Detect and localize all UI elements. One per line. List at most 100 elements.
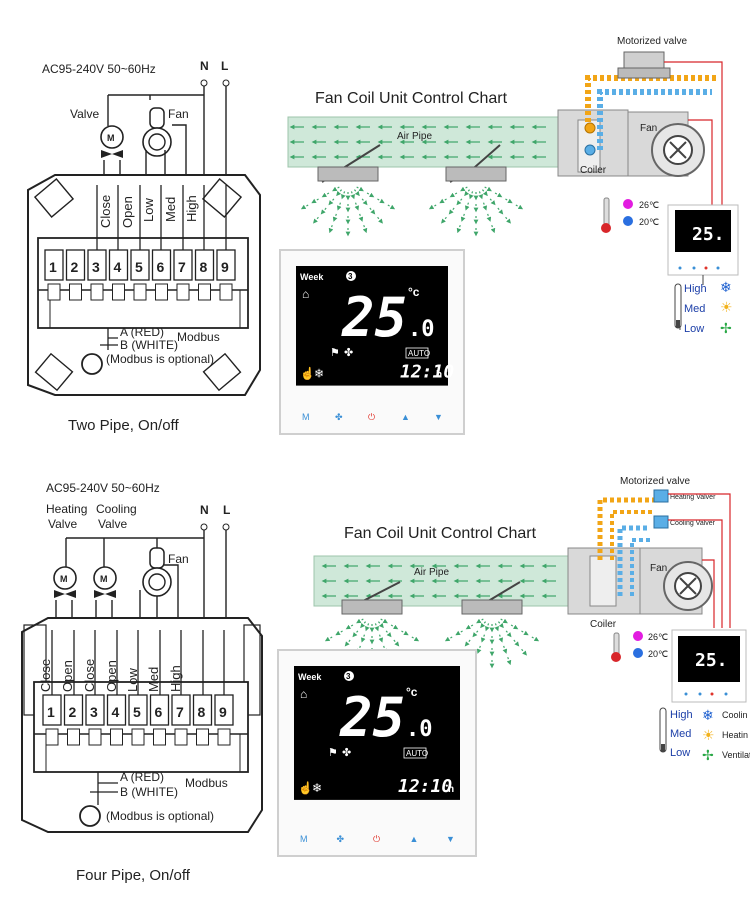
airflow-arrow xyxy=(460,213,466,222)
bottom-temp-hot: 26℃ xyxy=(648,632,668,642)
top-air-pipe-label: Air Pipe xyxy=(397,131,432,142)
bottom-air-pipe-label: Air Pipe xyxy=(414,567,449,578)
terminal-number: 5 xyxy=(135,259,143,275)
speed-med-label: Med xyxy=(684,303,705,315)
menu-button[interactable]: M xyxy=(302,412,310,422)
terminal-6: 6 xyxy=(151,249,172,301)
bottom-cooling-label: Cooling xyxy=(96,502,137,516)
top-diffuser xyxy=(317,166,379,182)
fan-button[interactable]: ✤ xyxy=(337,834,345,844)
svg-text:25.: 25. xyxy=(692,224,725,245)
airflow-arrow xyxy=(328,225,334,234)
airflow-arrow xyxy=(341,191,346,200)
top-wire-label: Close xyxy=(98,195,113,228)
bottom-modbus-a: A (RED) xyxy=(120,770,164,784)
airflow-arrow xyxy=(361,198,368,206)
up-button[interactable]: ▲ xyxy=(401,412,410,422)
thermostat-screen xyxy=(296,266,448,386)
top-motorized-valve-icon xyxy=(617,51,671,79)
airflow-arrow xyxy=(484,186,492,192)
cooling-valver-label: Cooling Valver xyxy=(670,520,716,527)
airflow-arrow xyxy=(465,624,474,630)
airflow-arrow xyxy=(335,630,343,636)
airflow-arrow xyxy=(353,189,360,197)
terminal-7: 7 xyxy=(171,694,191,746)
down-button[interactable]: ▼ xyxy=(446,834,455,844)
bottom-fan-motor-icon xyxy=(142,547,172,597)
airflow-arrow xyxy=(377,198,385,204)
fan-button[interactable]: ✤ xyxy=(335,412,343,422)
bottom-temp-cold: 20℃ xyxy=(648,649,668,659)
up-button[interactable]: ▲ xyxy=(410,834,419,844)
airflow-arrow xyxy=(377,216,383,224)
menu-button[interactable]: M xyxy=(300,834,308,844)
top-temp-hot: 26℃ xyxy=(639,200,659,210)
hand-icon: ☝ xyxy=(300,366,315,381)
top-fan-icon xyxy=(651,123,705,177)
airflow-arrow xyxy=(478,191,483,200)
top-power-label: AC95-240V 50~60Hz xyxy=(42,62,156,76)
airflow-arrow xyxy=(521,630,529,636)
hand-icon: ☝ xyxy=(298,780,313,795)
bottom-cold-pipe xyxy=(617,525,650,596)
airflow-arrow xyxy=(456,198,463,206)
terminal-9: 9 xyxy=(214,694,234,746)
top-wire-label: Low xyxy=(141,198,156,222)
airflow-arrow xyxy=(506,657,512,666)
airflow-arrow xyxy=(464,189,471,197)
terminal-number: 9 xyxy=(221,259,229,275)
clock-unit: h xyxy=(436,370,442,381)
snowflake-icon: ❄ xyxy=(720,279,732,295)
speed-high-label: High xyxy=(670,709,693,721)
airflow-arrow xyxy=(366,192,375,198)
airflow-arrow xyxy=(494,623,499,632)
cooling-valver-icon xyxy=(653,515,669,529)
valve-status-icon: ⚑ xyxy=(330,347,340,359)
bottom-wire-label: Open xyxy=(60,660,75,692)
terminal-number: 3 xyxy=(92,259,100,275)
airflow-arrow xyxy=(344,639,351,647)
airflow-arrow xyxy=(472,630,479,638)
airflow-arrow xyxy=(390,624,399,630)
power-button[interactable]: ⏻ xyxy=(368,412,375,422)
terminal-number: 5 xyxy=(133,704,141,720)
down-button[interactable]: ▼ xyxy=(434,412,443,422)
terminal-1: 1 xyxy=(44,249,64,301)
heating-valver-label: Heating Valver xyxy=(670,494,716,501)
power-button[interactable]: ⏻ xyxy=(373,834,380,844)
terminal-5: 5 xyxy=(128,694,148,746)
airflow-arrow xyxy=(482,202,488,211)
temperature-main: 25 xyxy=(339,686,405,749)
snowflake-icon: ❄ xyxy=(314,367,324,381)
speed-low-label: Low xyxy=(670,747,690,759)
bottom-caption: Four Pipe, On/off xyxy=(76,867,191,884)
airflow-arrow xyxy=(358,213,364,222)
terminal-1: 1 xyxy=(42,694,62,746)
top-n-label: N xyxy=(200,59,209,73)
airflow-arrow xyxy=(485,623,490,632)
top-wire-label: Open xyxy=(120,196,135,228)
speed-med-label: Med xyxy=(670,728,691,740)
airflow-arrow xyxy=(464,639,471,647)
airflow-arrow xyxy=(332,186,340,192)
airflow-arrow xyxy=(362,225,368,234)
airflow-arrow xyxy=(476,618,484,624)
bottom-chart-title: Fan Coil Unit Control Chart xyxy=(344,525,537,542)
temperature-decimal: .0 xyxy=(406,717,433,742)
svg-text:M: M xyxy=(107,133,115,143)
airflow-arrow xyxy=(486,213,492,222)
bottom-wire-label: Open xyxy=(104,660,119,692)
bottom-modbus: A (RED) B (WHITE) Modbus (Modbus is opti… xyxy=(79,770,228,827)
terminal-number: 2 xyxy=(69,704,77,720)
bottom-modbus-note: (Modbus is optional) xyxy=(106,809,214,823)
airflow-arrow xyxy=(490,225,496,234)
bottom-modbus-label: Modbus xyxy=(185,776,228,790)
top-fan-unit-label: Fan xyxy=(640,123,657,134)
sun-icon: ☀ xyxy=(702,727,715,743)
airflow-arrow xyxy=(374,623,379,632)
temperature-unit: °c xyxy=(408,285,420,299)
home-icon: ⌂ xyxy=(302,287,309,301)
top-small-thermostat: 25. xyxy=(667,204,739,276)
